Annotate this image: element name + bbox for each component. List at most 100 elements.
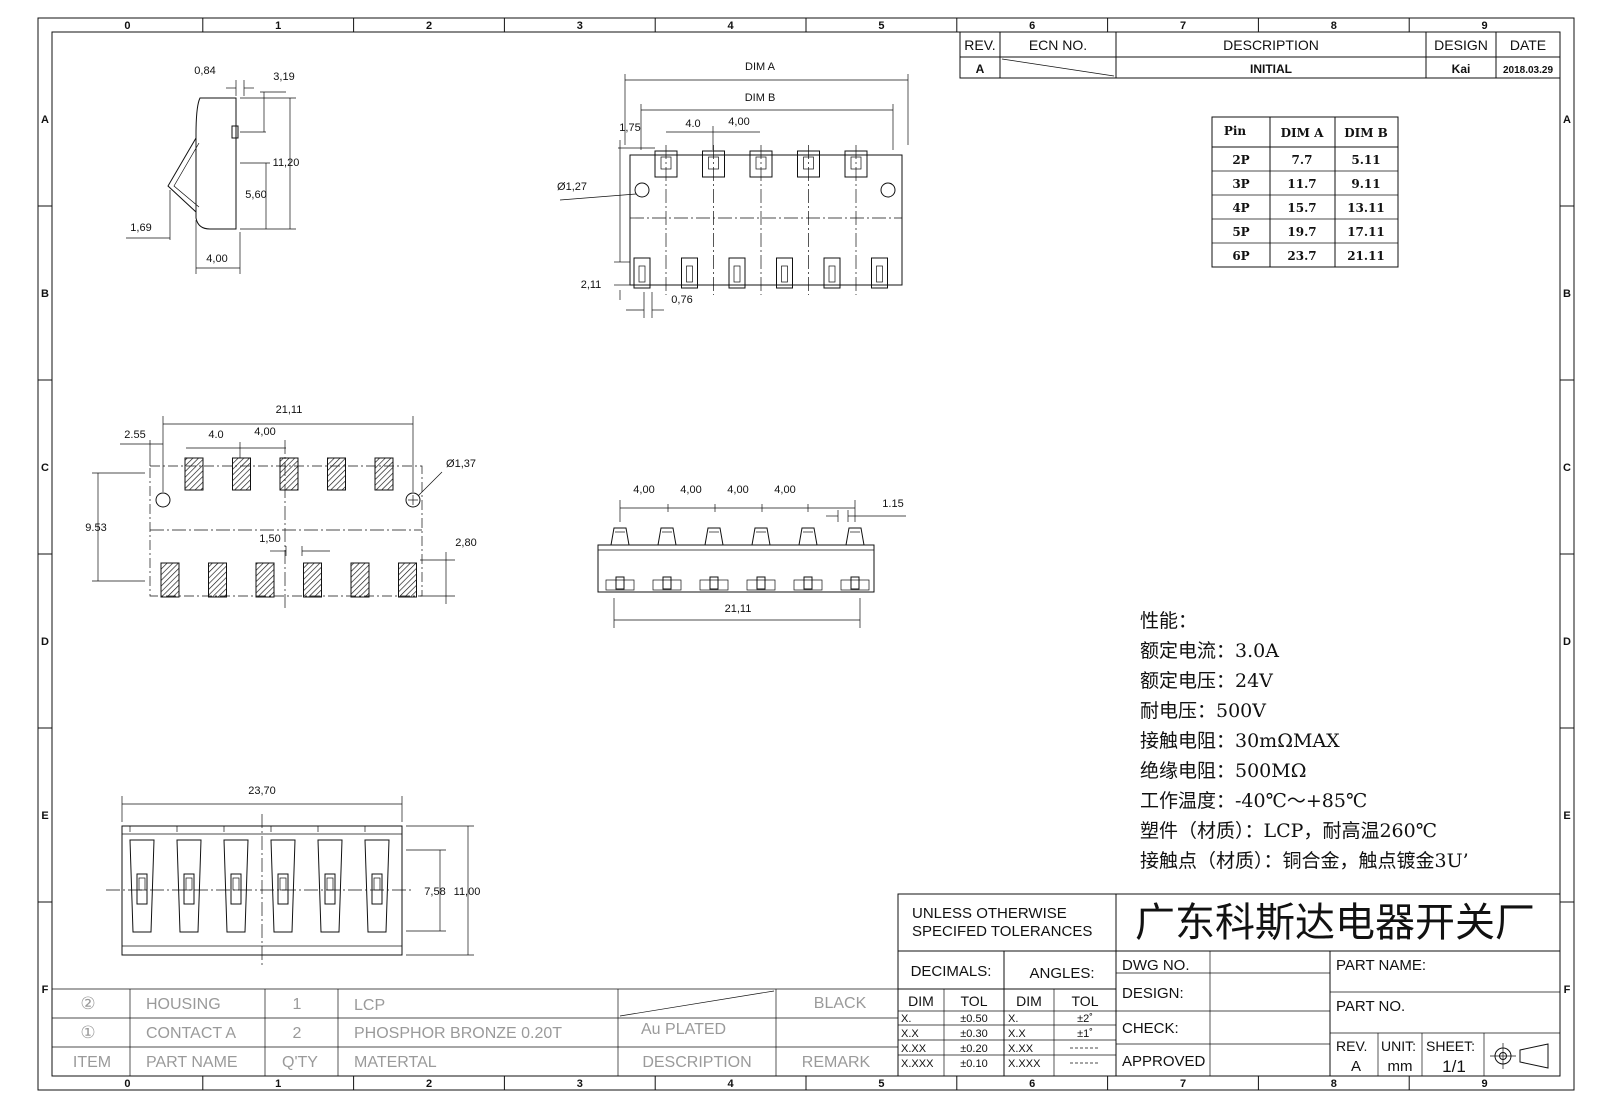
dwg-no-label: DWG NO.	[1122, 957, 1190, 974]
pin-table-cell: 2P	[1232, 153, 1249, 167]
grid-row-A-right: A	[1563, 114, 1571, 126]
dim-11-20: 11,20	[273, 157, 300, 169]
footprint-pad-upper	[327, 457, 346, 491]
pin-table-cell: 21.11	[1347, 249, 1385, 263]
front-pin-foot-inner	[615, 576, 625, 590]
spec-line: 接触点（材质）：铜合金，触点镀金3U’	[1140, 850, 1469, 872]
bottom-contact-slot	[270, 839, 296, 933]
ang-dim-cell: X.	[1008, 1013, 1018, 1025]
revision-block: REV. ECN NO. DESCRIPTION DESIGN DATE A I…	[959, 31, 1561, 79]
grid-row-A-left: A	[41, 114, 49, 126]
pin-table-cell: 5.11	[1351, 153, 1380, 167]
dim-21-11: 21,11	[276, 404, 303, 416]
top-pin-lower	[728, 257, 746, 289]
ang-dim-cell: X.XX	[1008, 1043, 1034, 1055]
footprint-pad-lower	[398, 562, 417, 598]
grid-row-B-right: B	[1563, 288, 1571, 300]
company-name: 广东科斯达电器开关厂	[1135, 901, 1535, 945]
rev-value: A	[976, 62, 985, 76]
pin-table-cell: 15.7	[1287, 201, 1316, 215]
dim-2-55: 2.55	[124, 429, 145, 441]
dim-4-00: 4,00	[254, 426, 275, 438]
check-label: CHECK:	[1122, 1020, 1179, 1037]
rev-header: REV.	[964, 37, 995, 53]
dim-5-60: 5,60	[245, 189, 266, 201]
front-pin-foot	[840, 579, 870, 591]
top-pin-lower-inner	[781, 265, 788, 283]
dim-1-69: 1,69	[130, 222, 151, 234]
grid-col-4-top: 4	[728, 20, 735, 32]
bottom-view: 23,70 7,58 11,00	[106, 785, 480, 966]
spec-line: 绝缘电阻：500MΩ	[1140, 760, 1306, 782]
dim-0-84: 0,84	[194, 65, 215, 77]
bottom-contact-tab	[138, 877, 146, 891]
ecn-header: ECN NO.	[1029, 37, 1087, 53]
dim-2-11: 2,11	[581, 279, 602, 291]
bottom-contact-window	[324, 873, 336, 905]
ang-dim-cell: X.X	[1008, 1028, 1026, 1040]
bottom-contact-window	[136, 873, 148, 905]
dim-hole-1-37: Ø1,37	[446, 458, 476, 470]
dec-dim-cell: X.	[901, 1013, 911, 1025]
specs-title: 性能：	[1140, 610, 1197, 632]
dim-7-58: 7,58	[424, 886, 445, 898]
top-pin-lower	[823, 257, 841, 289]
bom-item-2: ②	[80, 994, 95, 1013]
grid-col-2-top: 2	[426, 20, 432, 32]
bom-remark-2: BLACK	[814, 995, 867, 1012]
bom-part-2: HOUSING	[146, 996, 221, 1013]
bom-description-1: Au PLATED	[641, 1021, 726, 1038]
unit-value: mm	[1388, 1058, 1413, 1075]
part-name-label: PART NAME:	[1336, 957, 1426, 974]
bottom-contact-slot	[176, 839, 202, 933]
dim-pitch-2: 4,00	[680, 484, 701, 496]
dec-tol-cell: ±0.20	[960, 1043, 987, 1055]
front-pin-top	[704, 527, 724, 546]
grid-col-9-bottom: 9	[1482, 1078, 1488, 1090]
spec-line: 塑件（材质）：LCP，耐高温260℃	[1140, 820, 1437, 842]
performance-specs: 性能： 额定电流：3.0A额定电压：24V耐电压：500V接触电阻：30mΩMA…	[1140, 610, 1469, 872]
part-no-label: PART NO.	[1336, 998, 1405, 1015]
grid-col-8-bottom: 8	[1331, 1078, 1337, 1090]
bom-header-material: MATERTAL	[354, 1054, 437, 1071]
grid-row-F-left: F	[42, 984, 49, 996]
sheet-label: SHEET:	[1426, 1038, 1475, 1054]
grid-col-7-top: 7	[1180, 20, 1186, 32]
dim-11-00: 11,00	[454, 886, 481, 898]
dec-dim-cell: X.XXX	[901, 1058, 934, 1070]
dec-tol-cell: ±0.50	[960, 1013, 987, 1025]
bottom-contact-slot	[129, 839, 155, 933]
pin-table-cell: 23.7	[1287, 249, 1316, 263]
footprint-pad-lower	[208, 562, 227, 598]
top-pin-lower-inner	[638, 265, 646, 283]
bom-header-part-name: PART NAME	[146, 1054, 238, 1071]
top-view: DIM A DIM B 1,75 4.0 4,00 Ø1,27 2,11 0,7…	[557, 61, 909, 318]
grid-row-E-left: E	[41, 810, 48, 822]
grid-col-3-bottom: 3	[577, 1078, 583, 1090]
sheet-value: 1/1	[1442, 1057, 1466, 1076]
title-block: UNLESS OTHERWISE SPECIFED TOLERANCES 广东科…	[897, 893, 1561, 1077]
bottom-contact-tab	[185, 877, 193, 891]
pin-table-cell: 4P	[1232, 201, 1249, 215]
footprint-pad-lower	[255, 562, 275, 598]
ang-tol-header: TOL	[1072, 993, 1099, 1009]
bottom-contact-slot	[317, 839, 343, 933]
front-pin-top	[751, 527, 771, 546]
pin-header: Pin	[1224, 124, 1247, 138]
grid-row-C-right: C	[1563, 462, 1571, 474]
dim-pitch-3: 4,00	[727, 484, 748, 496]
bottom-contact-slot	[364, 839, 390, 933]
tolerance-note-2: SPECIFED TOLERANCES	[912, 923, 1092, 940]
dim-21-11: 21,11	[725, 603, 752, 615]
dec-tol-cell: ±0.10	[960, 1058, 987, 1070]
bottom-contact-window	[230, 873, 242, 905]
approved-label: APPROVED	[1122, 1053, 1206, 1070]
bom-header-qty: Q'TY	[282, 1054, 318, 1071]
front-pin-foot	[793, 579, 823, 591]
footprint-pad-upper	[374, 457, 394, 491]
unit-label: UNIT:	[1381, 1038, 1416, 1054]
pin-table-cell: 9.11	[1351, 177, 1380, 191]
footprint-pad-upper	[279, 457, 299, 491]
front-pin-foot	[699, 579, 729, 591]
pin-table-cell: 17.11	[1347, 225, 1385, 239]
